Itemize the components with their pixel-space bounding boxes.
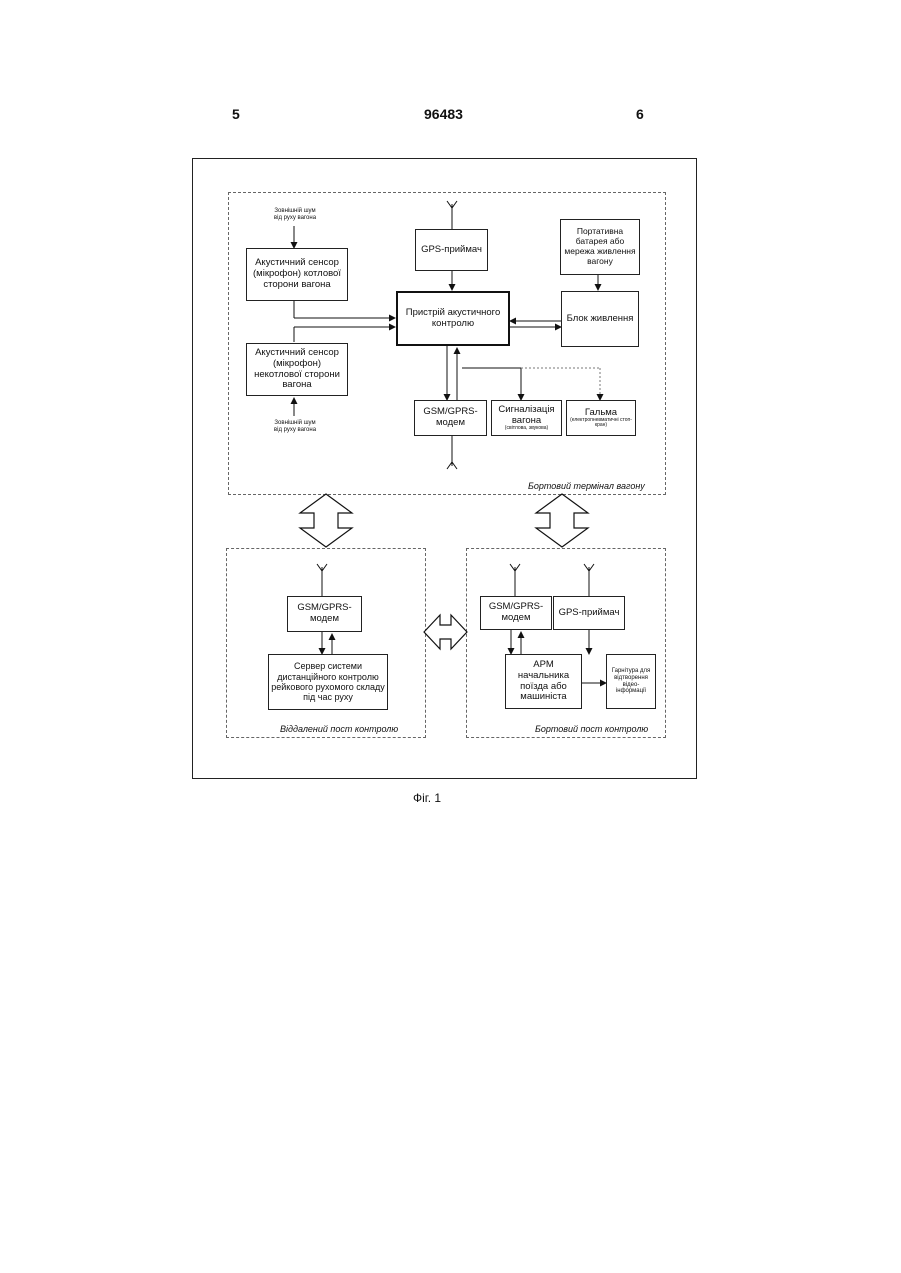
gps-receiver-label: GPS-приймач (421, 245, 482, 256)
operator-workstation: АРМ начальника поїзда або машиніста (505, 654, 582, 709)
gps-receiver: GPS-приймач (415, 229, 488, 271)
power-unit: Блок живлення (561, 291, 639, 347)
post-gps-receiver: GPS-приймач (553, 596, 625, 630)
remote-gsm-gprs-modem-label: GSM/GPRS-модем (289, 603, 360, 625)
remote-gsm-gprs-modem: GSM/GPRS-модем (287, 596, 362, 632)
wagon-signaling: Сигналізація вагона (світлова, звукова) (491, 400, 562, 436)
power-unit-label: Блок живлення (567, 314, 634, 325)
post-gsm-gprs-modem-label: GSM/GPRS-модем (482, 602, 550, 624)
wagon-signaling-label: Сигналізація вагона (493, 405, 560, 427)
post-gps-receiver-label: GPS-приймач (559, 608, 620, 619)
noise-note-top: Зовнішній шум від руху вагона (250, 208, 340, 222)
acoustic-sensor-nonboiler-side-label: Акустичний сенсор (мікрофон) некотлової … (248, 348, 346, 392)
wagon-signaling-sublabel: (світлова, звукова) (505, 426, 548, 431)
battery-block: Портативна батарея або мережа живлення в… (560, 219, 640, 275)
monitoring-server-label: Сервер системи дистанційного контролю ре… (270, 661, 386, 702)
gsm-gprs-modem: GSM/GPRS-модем (414, 400, 487, 436)
gsm-gprs-modem-label: GSM/GPRS-модем (416, 407, 485, 429)
video-display-headset-label: Гарнітура для відтворення відео-інформац… (608, 668, 654, 696)
monitoring-server: Сервер системи дистанційного контролю ре… (268, 654, 388, 710)
acoustic-sensor-boiler-side-label: Акустичний сенсор (мікрофон) котлової ст… (248, 258, 346, 291)
noise-note-bottom: Зовнішній шум від руху вагона (250, 420, 340, 434)
figure-caption: Фіг. 1 (413, 791, 441, 805)
acoustic-sensor-nonboiler-side: Акустичний сенсор (мікрофон) некотлової … (246, 343, 348, 396)
battery-label: Портативна батарея або мережа живлення в… (562, 227, 638, 266)
video-display-headset: Гарнітура для відтворення відео-інформац… (606, 654, 656, 709)
post-gsm-gprs-modem: GSM/GPRS-модем (480, 596, 552, 630)
brakes: Гальма (електропневматичні стоп-кран) (566, 400, 636, 436)
acoustic-control-device-label: Пристрій акустичного контролю (399, 308, 507, 330)
acoustic-control-device: Пристрій акустичного контролю (396, 291, 510, 346)
brakes-sublabel: (електропневматичні стоп-кран) (568, 418, 634, 428)
acoustic-sensor-boiler-side: Акустичний сенсор (мікрофон) котлової ст… (246, 248, 348, 301)
operator-workstation-label: АРМ начальника поїзда або машиніста (507, 660, 580, 704)
